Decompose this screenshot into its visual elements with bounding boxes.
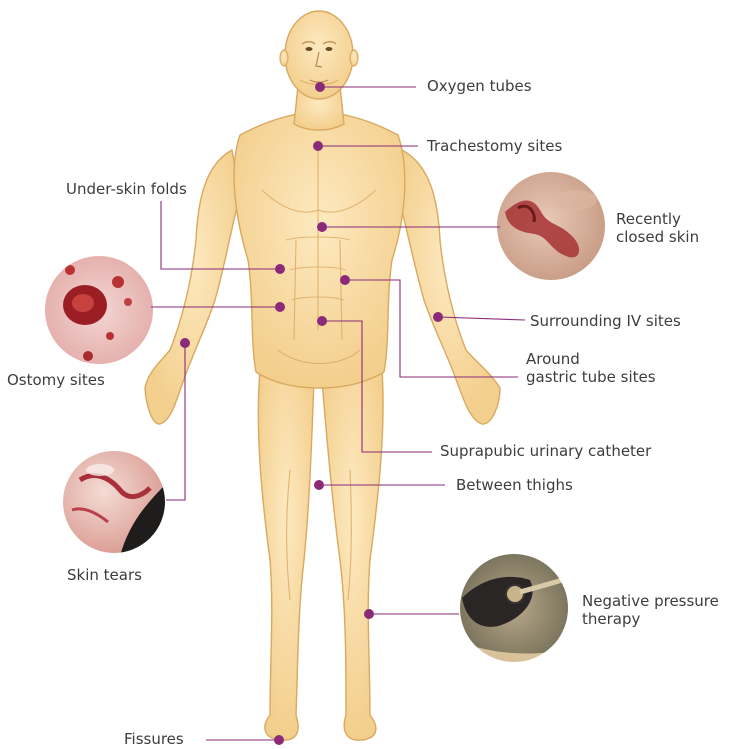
label-trachestomy-sites: Trachestomy sites xyxy=(427,137,562,155)
label-ostomy-sites: Ostomy sites xyxy=(7,371,105,389)
dot-suprapubic-urinary-catheter xyxy=(317,316,327,326)
inset-negative-pressure-therapy xyxy=(455,553,575,670)
label-negative-pressure-therapy: Negative pressure therapy xyxy=(582,592,719,628)
inset-recently-closed-skin xyxy=(496,171,606,281)
dot-surrounding-iv-sites xyxy=(433,312,443,322)
label-around-gastric-tube-sites: Around gastric tube sites xyxy=(526,350,656,386)
inset-skin-tears xyxy=(62,450,180,560)
left-leg xyxy=(258,370,314,740)
dot-trachestomy-sites xyxy=(313,141,323,151)
torso xyxy=(234,112,405,388)
right-arm xyxy=(398,150,500,424)
label-oxygen-tubes: Oxygen tubes xyxy=(427,77,532,95)
label-under-skin-folds: Under-skin folds xyxy=(66,180,187,198)
inset-ostomy-sites xyxy=(44,255,154,365)
label-suprapubic-urinary-catheter: Suprapubic urinary catheter xyxy=(440,442,651,460)
label-skin-tears: Skin tears xyxy=(67,566,142,584)
dot-negative-pressure-therapy xyxy=(364,609,374,619)
label-recently-closed-skin: Recently closed skin xyxy=(616,210,699,246)
right-leg xyxy=(322,370,383,740)
dot-skin-tears xyxy=(180,338,190,348)
dot-recently-closed-skin xyxy=(317,222,327,232)
dot-under-skin-folds xyxy=(275,264,285,274)
dot-ostomy-sites xyxy=(275,302,285,312)
label-between-thighs: Between thighs xyxy=(456,476,573,494)
dot-oxygen-tubes xyxy=(315,82,325,92)
dot-between-thighs xyxy=(314,480,324,490)
label-fissures: Fissures xyxy=(124,730,184,748)
label-surrounding-iv-sites: Surrounding IV sites xyxy=(530,312,681,330)
dot-fissures xyxy=(274,735,284,745)
body-figure xyxy=(145,11,500,740)
dot-around-gastric-tube-sites xyxy=(340,275,350,285)
